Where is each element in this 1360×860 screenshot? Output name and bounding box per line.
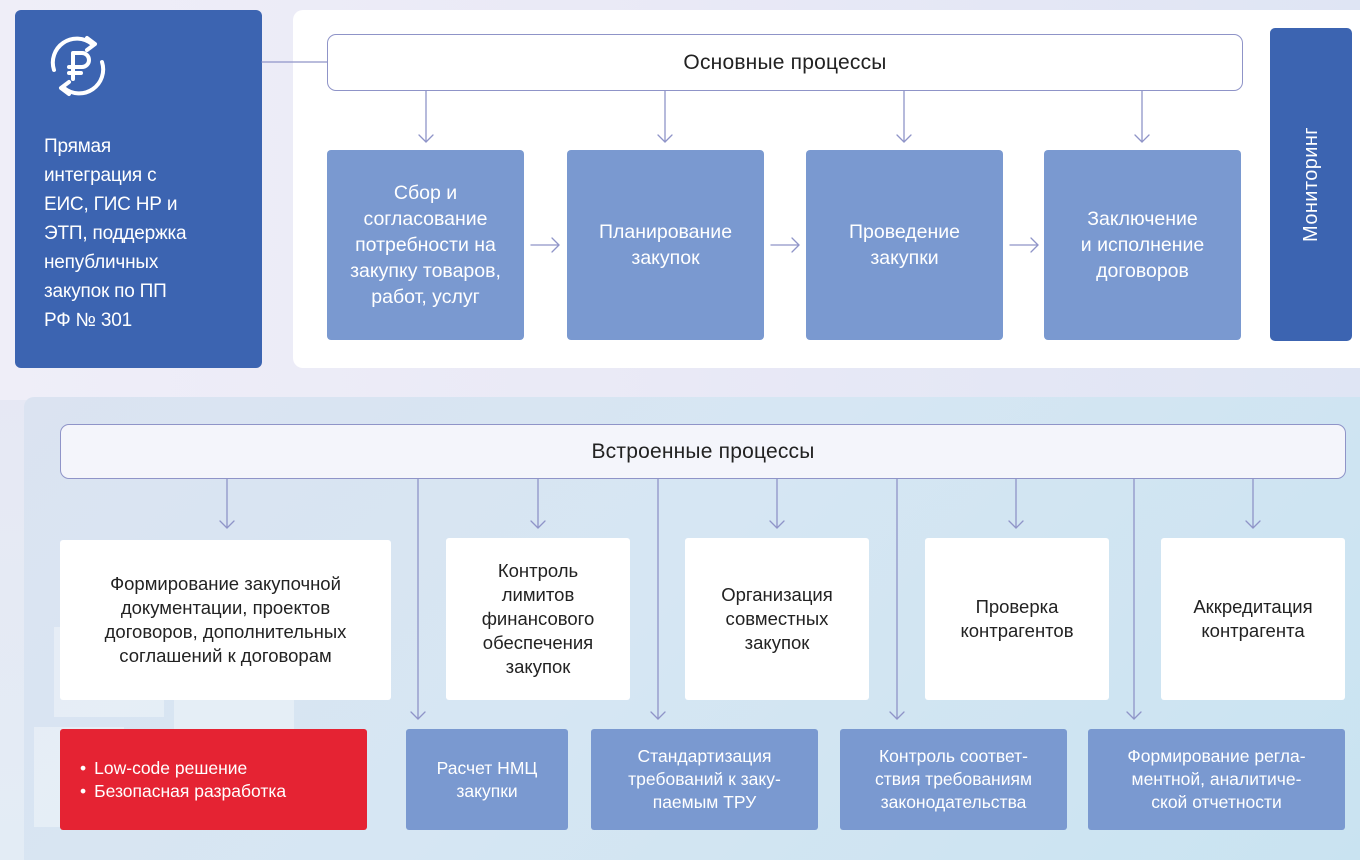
step-line: и исполнение	[1080, 234, 1205, 256]
item-line: совместных	[725, 608, 829, 629]
sub-line: паемым ТРУ	[652, 792, 757, 812]
item-line: финансового	[481, 608, 595, 629]
sub-line: Контроль соответ-	[878, 746, 1028, 766]
integration-line: Прямая	[44, 136, 112, 157]
step-line: согласование	[363, 208, 488, 230]
embedded-sub-reporting: Формирование регла- ментной, аналитиче- …	[1088, 729, 1345, 830]
item-line: документации, проектов	[120, 597, 331, 618]
sub-line: ской отчетности	[1151, 792, 1282, 812]
step-line: Проведение	[849, 221, 960, 243]
sub-line: Расчет НМЦ	[436, 757, 538, 778]
embedded-item-joint-purchases: Организация совместных закупок	[685, 538, 869, 700]
sub-line: Формирование регла-	[1127, 746, 1306, 766]
integration-line: ЭТП, поддержка	[44, 223, 187, 244]
main-processes-title: Основные процессы	[683, 50, 887, 74]
item-line: Формирование закупочной	[110, 573, 341, 594]
integration-line: РФ № 301	[44, 310, 132, 331]
embedded-item-counterparty-check: Проверка контрагентов	[925, 538, 1109, 700]
integration-line: интеграция с	[44, 165, 157, 186]
item-line: Аккредитация	[1193, 596, 1313, 617]
embedded-processes-header: Встроенные процессы	[60, 424, 1346, 479]
step-line: Сбор и	[393, 182, 458, 204]
monitoring-box: Мониторинг	[1270, 28, 1352, 341]
highlight-item: Low-code решение	[80, 757, 286, 780]
integration-line: закупок по ПП	[44, 281, 167, 302]
item-line: Контроль	[497, 560, 579, 581]
step-line: закупок	[631, 247, 700, 269]
integration-text: Прямая интеграция с ЕИС, ГИС НР и ЭТП, п…	[44, 132, 244, 335]
integration-line: ЕИС, ГИС НР и	[44, 194, 178, 215]
sub-line: ментной, аналитиче-	[1131, 769, 1302, 789]
step-line: работ, услуг	[371, 286, 480, 308]
item-line: соглашений к договорам	[119, 645, 332, 666]
ruble-exchange-icon	[50, 36, 106, 96]
integration-line: непубличных	[44, 252, 159, 273]
embedded-sub-nmc-calc: Расчет НМЦ закупки	[406, 729, 568, 830]
item-line: Организация	[721, 584, 833, 605]
process-step-conducting: Проведение закупки	[806, 150, 1003, 340]
step-line: закупки	[870, 247, 939, 269]
step-line: Заключение	[1087, 208, 1198, 230]
sub-line: законодательства	[880, 792, 1027, 812]
embedded-sub-standardization: Стандартизация требований к заку- паемым…	[591, 729, 818, 830]
process-step-contracts: Заключение и исполнение договоров	[1044, 150, 1241, 340]
step-line: Планирование	[598, 221, 733, 243]
highlight-item: Безопасная разработка	[80, 780, 286, 803]
embedded-item-documentation: Формирование закупочной документации, пр…	[60, 540, 391, 700]
embedded-item-limits-control: Контроль лимитов финансового обеспечения…	[446, 538, 630, 700]
item-line: лимитов	[501, 584, 575, 605]
embedded-item-accreditation: Аккредитация контрагента	[1161, 538, 1345, 700]
step-line: закупку товаров,	[350, 260, 501, 282]
item-line: контрагента	[1201, 620, 1305, 641]
sub-line: требований к заку-	[628, 769, 781, 789]
step-line: договоров	[1096, 260, 1189, 282]
integration-card	[15, 10, 262, 368]
sub-line: закупки	[456, 780, 518, 801]
main-processes-header: Основные процессы	[327, 34, 1243, 91]
embedded-processes-title: Встроенные процессы	[591, 439, 815, 463]
sub-line: ствия требованиям	[875, 769, 1032, 789]
item-line: закупок	[744, 632, 810, 653]
item-line: обеспечения	[482, 632, 594, 653]
process-step-planning: Планирование закупок	[567, 150, 764, 340]
step-line: потребности на	[355, 234, 496, 256]
item-line: закупок	[505, 656, 571, 677]
process-step-needs: Сбор и согласование потребности на закуп…	[327, 150, 524, 340]
highlights-box: Low-code решение Безопасная разработка	[60, 729, 367, 830]
embedded-sub-compliance: Контроль соответ- ствия требованиям зако…	[840, 729, 1067, 830]
monitoring-label: Мониторинг	[1299, 127, 1322, 242]
item-line: контрагентов	[960, 620, 1074, 641]
item-line: договоров, дополнительных	[104, 621, 347, 642]
sub-line: Стандартизация	[637, 746, 772, 766]
item-line: Проверка	[975, 596, 1059, 617]
